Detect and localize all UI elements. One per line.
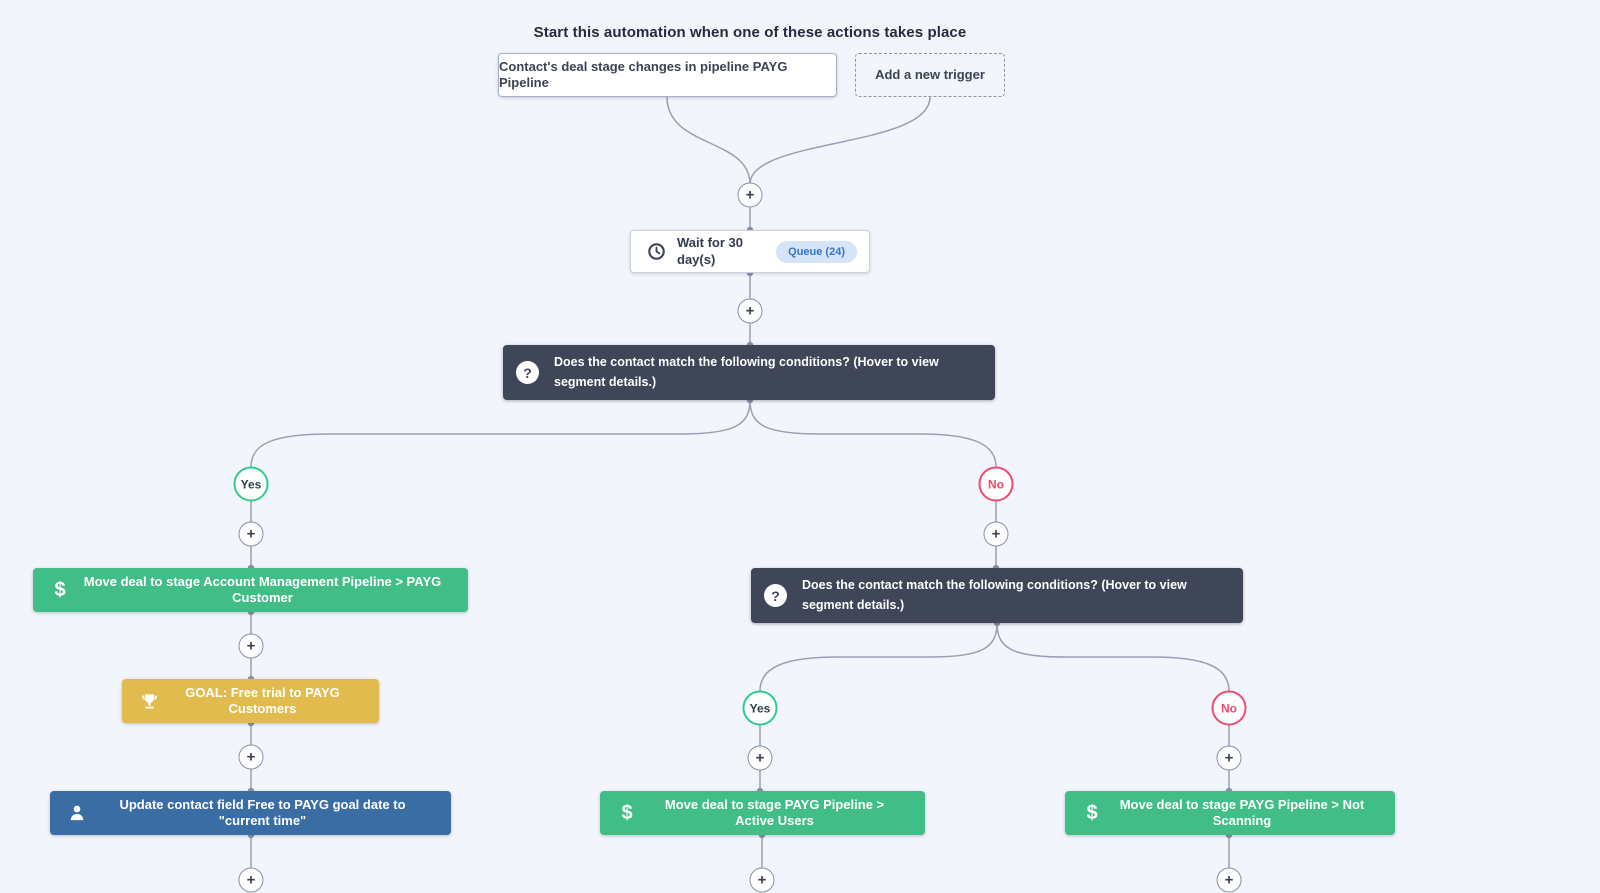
question-icon: ?: [516, 361, 539, 384]
action-node-move-deal-account-mgmt[interactable]: $ Move deal to stage Account Management …: [33, 568, 468, 612]
wait-node[interactable]: Wait for 30 day(s) Queue (24): [630, 230, 870, 273]
branch-yes-label: Yes: [240, 477, 262, 491]
action-node-update-contact-field[interactable]: Update contact field Free to PAYG goal d…: [50, 791, 451, 835]
branch-no-circle-1: No: [978, 466, 1014, 502]
action-node-label: Move deal to stage PAYG Pipeline > Activ…: [664, 796, 885, 828]
add-action-button[interactable]: +: [238, 633, 264, 659]
queue-badge[interactable]: Queue (24): [776, 240, 857, 263]
action-node-move-deal-active-users[interactable]: $ Move deal to stage PAYG Pipeline > Act…: [600, 791, 925, 835]
dollar-icon: $: [54, 579, 66, 601]
action-node-label: Move deal to stage PAYG Pipeline > Not S…: [1119, 796, 1365, 828]
trophy-icon: [138, 692, 160, 711]
branch-no-circle-2: No: [1211, 690, 1247, 726]
action-node-label: Move deal to stage Account Management Pi…: [83, 573, 442, 605]
goal-node-free-trial[interactable]: GOAL: Free trial to PAYG Customers: [122, 679, 379, 723]
add-action-button[interactable]: +: [749, 867, 775, 893]
condition-node-2[interactable]: ? Does the contact match the following c…: [751, 568, 1243, 623]
action-node-label: Update contact field Free to PAYG goal d…: [119, 796, 406, 828]
add-new-trigger-label: Add a new trigger: [875, 66, 985, 82]
condition-node-1[interactable]: ? Does the contact match the following c…: [503, 345, 995, 400]
add-new-trigger-button[interactable]: Add a new trigger: [855, 53, 1005, 97]
add-action-button[interactable]: +: [238, 744, 264, 770]
action-node-move-deal-not-scanning[interactable]: $ Move deal to stage PAYG Pipeline > Not…: [1065, 791, 1395, 835]
wait-node-label: Wait for 30 day(s): [677, 235, 743, 267]
goal-node-label: GOAL: Free trial to PAYG Customers: [185, 684, 340, 716]
add-action-button[interactable]: +: [238, 867, 264, 893]
branch-yes-label: Yes: [749, 701, 771, 715]
dollar-icon: $: [1086, 802, 1098, 824]
condition-node-1-label: Does the contact match the following con…: [554, 355, 939, 389]
branch-no-label: No: [1221, 701, 1237, 715]
add-action-button[interactable]: +: [1216, 745, 1242, 771]
automation-start-heading: Start this automation when one of these …: [533, 24, 967, 41]
clock-icon: [647, 242, 666, 261]
trigger-node-deal-stage[interactable]: Contact's deal stage changes in pipeline…: [498, 53, 837, 97]
add-action-button[interactable]: +: [238, 521, 264, 547]
branch-yes-circle-1: Yes: [233, 466, 269, 502]
branch-no-label: No: [988, 477, 1004, 491]
add-action-button[interactable]: +: [1216, 867, 1242, 893]
branch-yes-circle-2: Yes: [742, 690, 778, 726]
question-icon: ?: [764, 584, 787, 607]
add-action-button[interactable]: +: [983, 521, 1009, 547]
condition-node-2-label: Does the contact match the following con…: [802, 578, 1187, 612]
add-action-button[interactable]: +: [747, 745, 773, 771]
dollar-icon: $: [621, 802, 633, 824]
person-icon: [66, 803, 88, 823]
add-action-button[interactable]: +: [737, 182, 763, 208]
add-action-button[interactable]: +: [737, 298, 763, 324]
trigger-node-label: Contact's deal stage changes in pipeline…: [499, 58, 788, 90]
